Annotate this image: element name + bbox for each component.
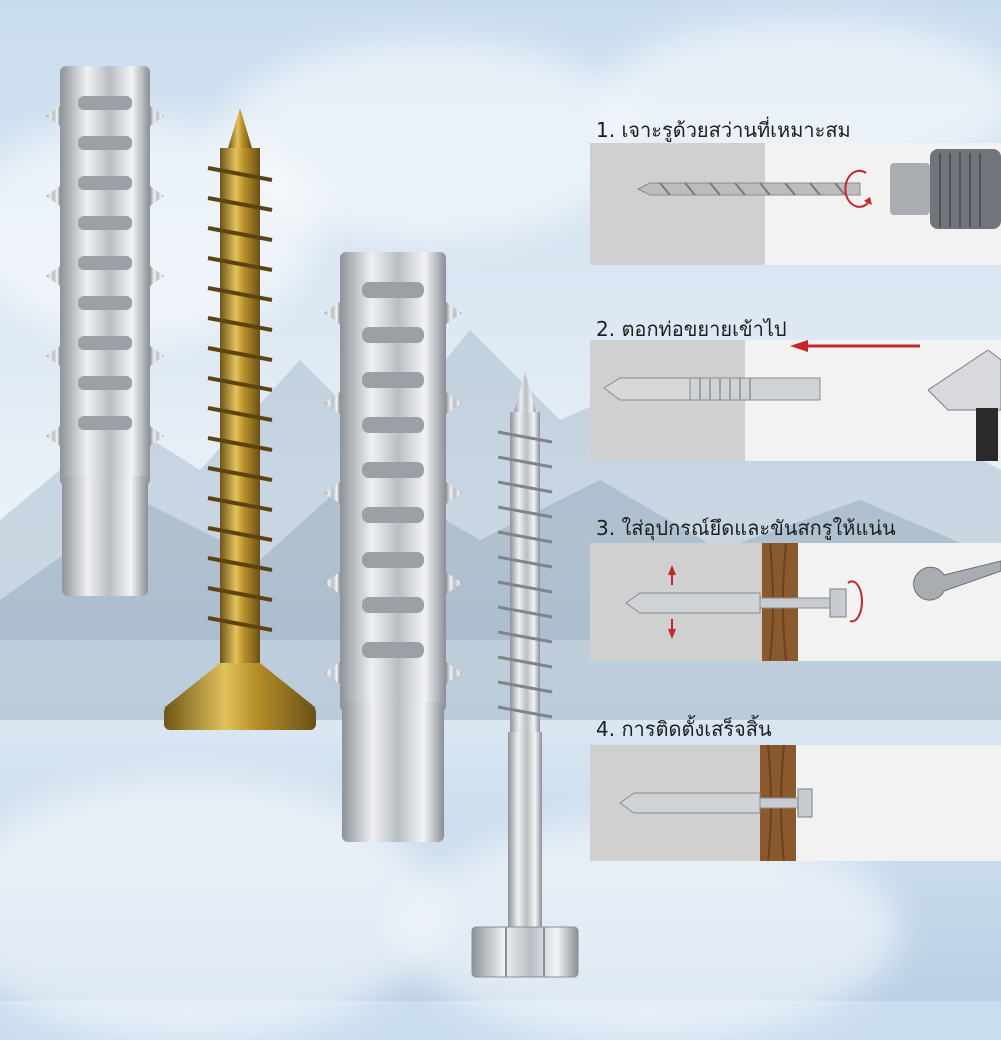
step-2-panel: [590, 340, 1001, 461]
silver-hex-screw: [471, 372, 579, 978]
step-2-title: 2. ตอกท่อขยายเข้าไป: [596, 317, 787, 341]
expansion-anchor-medium: [324, 252, 462, 842]
expansion-anchor-large: [46, 66, 164, 596]
step-3-panel: [590, 543, 1001, 661]
step-1-title: 1. เจาะรูด้วยสว่านที่เหมาะสม: [596, 118, 851, 142]
drill-icon: [890, 143, 1001, 265]
hammer-icon: [928, 350, 1001, 461]
installed-bolt-icon: [590, 745, 591, 746]
wrench-icon: [908, 543, 1001, 661]
gold-screw: [164, 108, 316, 730]
step-4-panel: [590, 745, 1001, 861]
step-3-title: 3. ใส่อุปกรณ์ยึดและขันสกรูให้แน่น: [596, 516, 896, 540]
step-4-title: 4. การติดตั้งเสร็จสิ้น: [596, 717, 772, 741]
step-1-panel: [590, 143, 1001, 265]
